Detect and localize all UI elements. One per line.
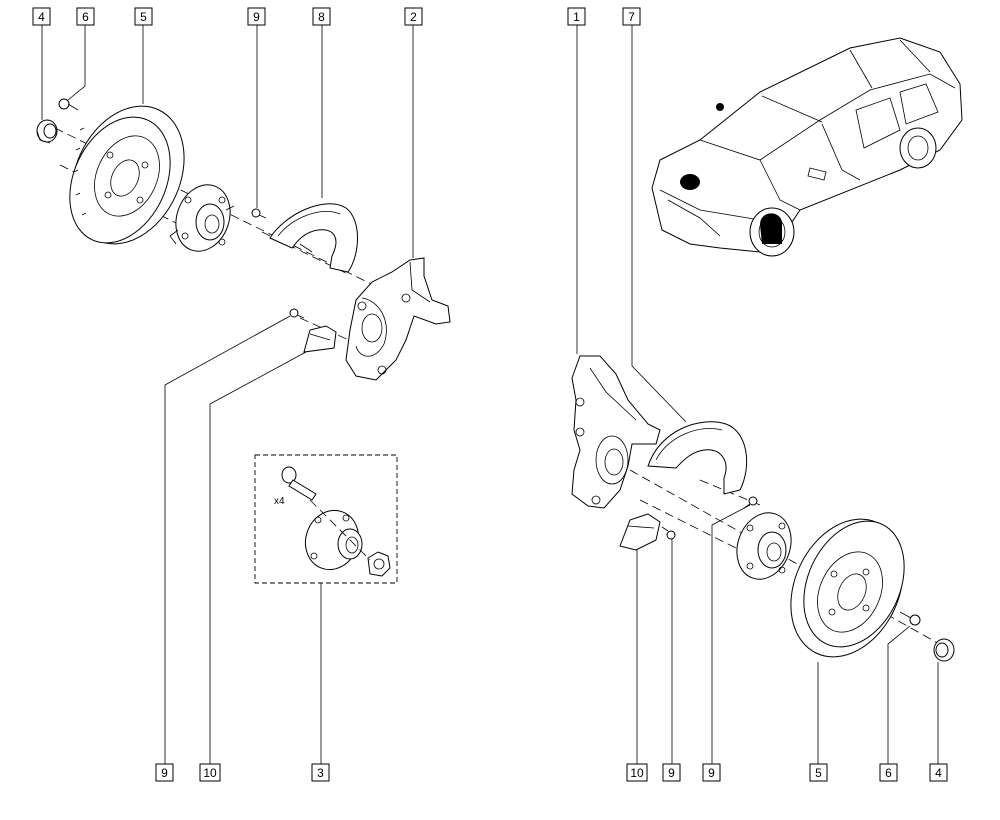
callout-9-bottom-left: 9 xyxy=(155,763,174,782)
brake-disc-left xyxy=(69,105,185,245)
hub-nut-right xyxy=(933,638,955,662)
svg-text:9: 9 xyxy=(253,10,260,24)
hub-kit-box xyxy=(254,454,398,584)
callout-3-bottom-left: 3 xyxy=(311,763,330,782)
callout-5-bottom-right: 5 xyxy=(809,763,828,782)
sensor-bracket-left xyxy=(303,325,337,353)
sensor-bracket-right xyxy=(619,513,661,551)
vehicle-location-illustration xyxy=(651,37,963,257)
wheel-hub-left xyxy=(169,184,235,252)
svg-text:10: 10 xyxy=(203,766,217,780)
callout-2-top-left: 2 xyxy=(404,7,423,26)
steering-knuckle-left xyxy=(345,257,451,381)
location-marker-icon xyxy=(716,103,724,111)
wheel-hub-right xyxy=(736,512,792,580)
dust-shield-right xyxy=(647,421,748,495)
svg-text:4: 4 xyxy=(935,766,942,780)
kit-quantity-label: x4 xyxy=(274,496,285,507)
svg-text:1: 1 xyxy=(573,10,580,24)
sensor-screw-left xyxy=(289,308,305,319)
leader-lines xyxy=(41,25,939,764)
svg-text:8: 8 xyxy=(318,10,325,24)
svg-text:3: 3 xyxy=(317,766,324,780)
svg-text:9: 9 xyxy=(668,766,675,780)
shield-screw-right xyxy=(743,496,758,509)
callout-6-bottom-right: 6 xyxy=(879,763,898,782)
svg-text:7: 7 xyxy=(628,10,635,24)
svg-text:10: 10 xyxy=(630,766,644,780)
svg-text:2: 2 xyxy=(410,10,417,24)
callout-7-top-right: 7 xyxy=(622,7,641,26)
disc-screw-right xyxy=(899,611,921,626)
sensor-screw-right xyxy=(661,526,676,540)
svg-text:6: 6 xyxy=(82,10,89,24)
hub-nut-left xyxy=(36,119,58,144)
callout-10-bottom-left: 10 xyxy=(199,763,221,782)
svg-text:5: 5 xyxy=(815,766,822,780)
callout-6-top-left: 6 xyxy=(76,7,95,26)
callout-1-top-right: 1 xyxy=(567,7,586,26)
callout-9-top-left: 9 xyxy=(247,7,266,26)
svg-text:9: 9 xyxy=(708,766,715,780)
steering-knuckle-right xyxy=(571,355,661,509)
callout-8-top-left: 8 xyxy=(312,7,331,26)
callout-4-bottom-right: 4 xyxy=(929,763,948,782)
disc-screw-left xyxy=(58,98,79,111)
callout-9-bottom-right-b: 9 xyxy=(702,763,721,782)
svg-text:6: 6 xyxy=(885,766,892,780)
callout-5-top-left: 5 xyxy=(134,7,153,26)
shield-screw-upper-left xyxy=(251,208,267,219)
brake-disc-right xyxy=(790,518,905,658)
svg-text:9: 9 xyxy=(161,766,168,780)
svg-text:5: 5 xyxy=(140,10,147,24)
dust-shield-left xyxy=(269,203,358,273)
callout-10-bottom-right: 10 xyxy=(626,763,648,782)
callout-9-bottom-right-a: 9 xyxy=(662,763,681,782)
svg-text:4: 4 xyxy=(38,10,45,24)
callout-4-top-left: 4 xyxy=(32,7,51,26)
